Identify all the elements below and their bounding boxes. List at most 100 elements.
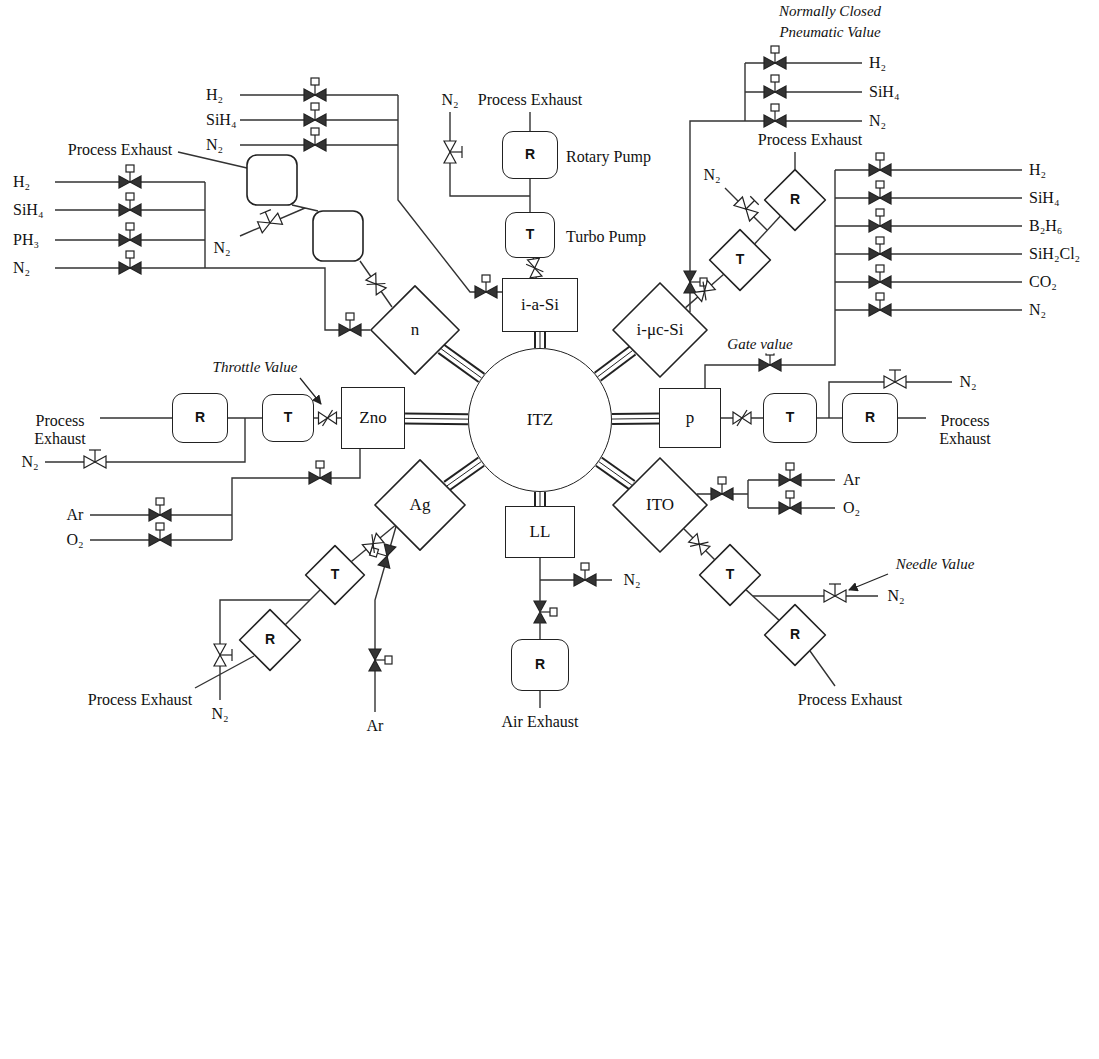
process-chamber: i-μc-Si	[612, 282, 708, 378]
gate-valve-flange	[599, 462, 632, 485]
diamond-outline	[700, 545, 761, 606]
line-label: SiH₄	[12, 201, 44, 219]
blank-pump	[313, 211, 363, 261]
node-label: T	[736, 252, 745, 267]
pneumatic-valve	[309, 461, 331, 484]
gate-valve-flange	[447, 462, 481, 486]
node-label: R	[265, 632, 275, 647]
pneumatic-valve	[869, 153, 891, 176]
gas-line	[240, 95, 502, 292]
gate-valve-flange	[534, 332, 546, 348]
line-label: H₂	[205, 86, 224, 104]
pump-line	[686, 274, 724, 307]
line-label: Pneumatic Value	[778, 24, 881, 41]
node-label: R	[790, 192, 800, 207]
line-label: O₂	[65, 531, 84, 549]
line-label: Process Exhaust	[87, 691, 193, 709]
gas-line	[55, 182, 370, 330]
line-label: Process Exhaust	[757, 131, 863, 149]
pump-line	[351, 526, 394, 562]
line-label: SiH₄	[205, 111, 237, 129]
pneumatic-valve	[869, 181, 891, 204]
throttle-valve	[364, 272, 387, 296]
line-label: N₂	[205, 136, 224, 154]
pump-line	[755, 216, 780, 244]
line-label: N₂	[702, 166, 721, 184]
pump-line	[228, 418, 262, 419]
pneumatic-valve	[869, 237, 891, 260]
pump-box: R	[502, 131, 558, 179]
line-label: N₂	[440, 91, 459, 109]
node-label: LL	[530, 523, 551, 542]
line-label: H₂	[868, 54, 887, 72]
pump-line	[351, 526, 394, 562]
diamond-outline	[613, 283, 707, 377]
gas-line	[705, 170, 1022, 388]
line-label: Normally Closed	[778, 3, 882, 20]
pneumatic-valve	[711, 477, 733, 500]
gate-valve-flange	[598, 351, 633, 377]
needle-valve	[444, 141, 462, 163]
diamond-outline	[613, 458, 707, 552]
gate-valve-flange	[447, 462, 481, 486]
pump-box: T	[305, 545, 365, 605]
transfer-chamber: ITZ	[468, 348, 612, 492]
pump-line	[721, 410, 763, 426]
gate-valve-flange	[536, 332, 544, 348]
pump-line	[817, 418, 842, 419]
pump-line	[755, 216, 780, 244]
process-chamber: LL	[505, 506, 575, 558]
diamond-outline	[710, 230, 771, 291]
needle-valve	[884, 370, 906, 388]
gate-valve-flange	[441, 349, 481, 378]
gate-valve-flange	[540, 492, 541, 506]
pump-line	[228, 417, 262, 418]
node-label: R	[195, 410, 205, 425]
diamond-outline	[765, 605, 826, 666]
pump-line	[540, 558, 541, 639]
line-label: CO₂	[1028, 273, 1058, 291]
process-chamber: n	[370, 285, 460, 375]
pneumatic-valve	[119, 193, 141, 216]
process-chamber: i-a-Si	[502, 278, 578, 332]
line-label: Gate value	[726, 336, 793, 353]
throttle-valve	[692, 279, 716, 303]
gate-valve-flange	[441, 349, 481, 378]
pneumatic-valve	[574, 563, 596, 586]
pump-box: T	[763, 393, 817, 443]
needle-valve	[255, 208, 282, 233]
gate-valve-flange	[405, 418, 468, 420]
leader-arrow	[849, 574, 888, 590]
pneumatic-valve	[149, 498, 171, 521]
pump-line	[530, 179, 531, 212]
diamond-outline	[765, 170, 826, 231]
line-label: Process Exhaust	[797, 691, 903, 709]
line-label: Ar	[366, 717, 385, 735]
node-label: T	[726, 567, 735, 582]
gate-valve-flange	[612, 418, 659, 420]
node-label: T	[331, 567, 340, 582]
pneumatic-valve	[119, 223, 141, 246]
gate-valve-flange	[599, 462, 632, 485]
gas-line	[178, 152, 392, 307]
pneumatic-valve	[764, 75, 786, 98]
gate-valve-flange	[447, 462, 481, 486]
pump-line	[314, 410, 341, 426]
line-label: Process Exhaust	[23, 412, 97, 449]
line-label: H₂	[1028, 161, 1047, 179]
line-label: N₂	[868, 112, 887, 130]
gate-valve-flange	[598, 351, 633, 377]
pneumatic-valve	[369, 649, 392, 671]
needle-valve	[824, 584, 846, 602]
pneumatic-valve	[779, 463, 801, 486]
pneumatic-valve	[119, 251, 141, 274]
line-label: PH₃	[12, 231, 40, 249]
gas-line	[45, 63, 1022, 712]
node-label: i-a-Si	[521, 296, 559, 315]
line-label: N₂	[622, 571, 641, 589]
blank-pump	[247, 155, 297, 205]
gate-valve-flange	[447, 462, 481, 486]
gate-valve-flange	[405, 418, 468, 420]
throttle-valve	[526, 258, 544, 278]
node-label: R	[525, 147, 535, 162]
